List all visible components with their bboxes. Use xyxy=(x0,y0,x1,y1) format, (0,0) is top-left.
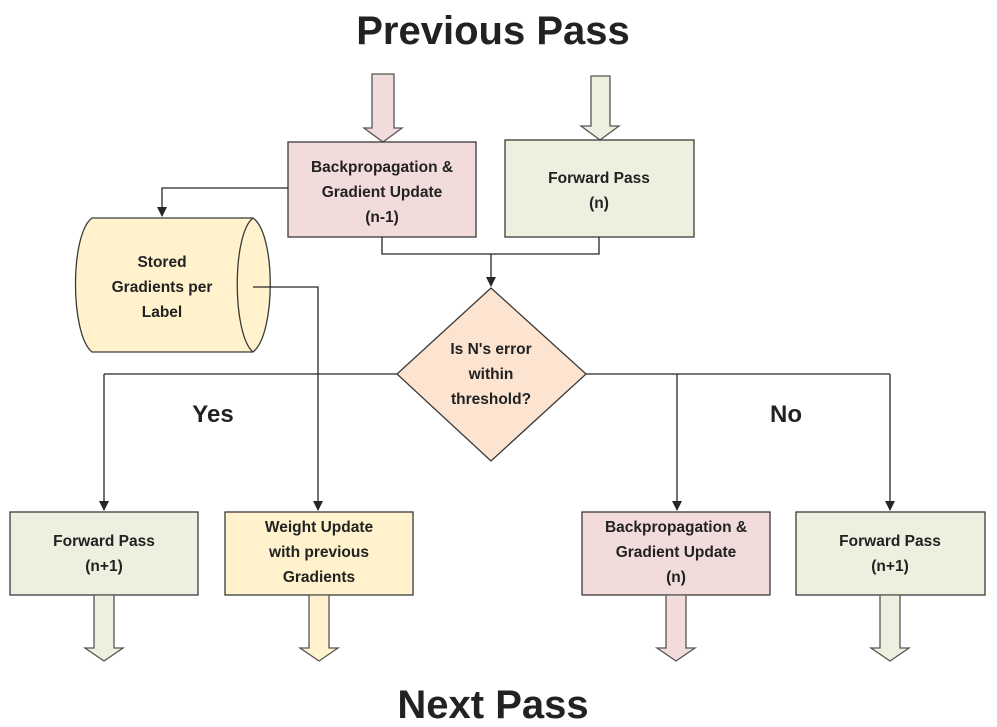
backprop-no-line-1: Backpropagation & xyxy=(605,519,747,536)
outgoing-arrow-weight-update xyxy=(297,594,341,662)
backprop-prev-box: Backpropagation & Gradient Update (n-1) xyxy=(287,141,477,238)
stored-gradients-storage: Stored Gradients per Label xyxy=(74,217,271,353)
incoming-arrow-forward xyxy=(579,75,621,141)
forward-prev-line-2: (n) xyxy=(589,195,609,212)
forward-yes-line-1: Forward Pass xyxy=(53,533,155,550)
decision-diamond: Is N's error within threshold? xyxy=(396,287,587,462)
incoming-arrow-backprop xyxy=(362,73,404,143)
decision-line-3: threshold? xyxy=(451,391,531,408)
forward-prev-line-1: Forward Pass xyxy=(548,170,650,187)
forward-no-box: Forward Pass (n+1) xyxy=(795,511,986,596)
forward-no-line-2: (n+1) xyxy=(871,558,908,575)
next-pass-title: Next Pass xyxy=(397,683,588,727)
weight-update-box: Weight Update with previous Gradients xyxy=(224,511,414,596)
stored-gradients-line-2: Gradients per xyxy=(112,279,213,296)
outgoing-arrow-forward-no xyxy=(868,594,912,662)
stored-gradients-line-1: Stored xyxy=(137,254,186,271)
backprop-no-line-3: (n) xyxy=(666,569,686,586)
previous-pass-title: Previous Pass xyxy=(356,9,630,53)
outgoing-arrow-backprop-no xyxy=(654,594,698,662)
forward-no-line-1: Forward Pass xyxy=(839,533,941,550)
forward-yes-box: Forward Pass (n+1) xyxy=(9,511,199,596)
decision-line-1: Is N's error xyxy=(450,341,531,358)
forward-prev-box: Forward Pass (n) xyxy=(504,139,695,238)
backprop-no-box: Backpropagation & Gradient Update (n) xyxy=(581,511,771,596)
backprop-no-line-2: Gradient Update xyxy=(616,544,737,561)
no-label: No xyxy=(770,401,802,428)
connector-backprop-to-storage xyxy=(157,187,288,217)
stored-gradients-line-3: Label xyxy=(142,304,182,321)
backprop-prev-line-3: (n-1) xyxy=(365,209,399,226)
weight-update-line-2: with previous xyxy=(268,544,369,561)
connector-backprop-merge xyxy=(381,237,491,255)
connector-storage-to-weight-update xyxy=(253,286,323,511)
weight-update-line-3: Gradients xyxy=(283,569,355,586)
backprop-prev-line-1: Backpropagation & xyxy=(311,159,453,176)
connector-forward-merge xyxy=(491,237,600,255)
backprop-prev-line-2: Gradient Update xyxy=(322,184,443,201)
outgoing-arrow-forward-yes xyxy=(82,594,126,662)
forward-yes-line-2: (n+1) xyxy=(85,558,122,575)
yes-label: Yes xyxy=(192,401,233,428)
decision-line-2: within xyxy=(468,366,514,383)
weight-update-line-1: Weight Update xyxy=(265,519,374,536)
